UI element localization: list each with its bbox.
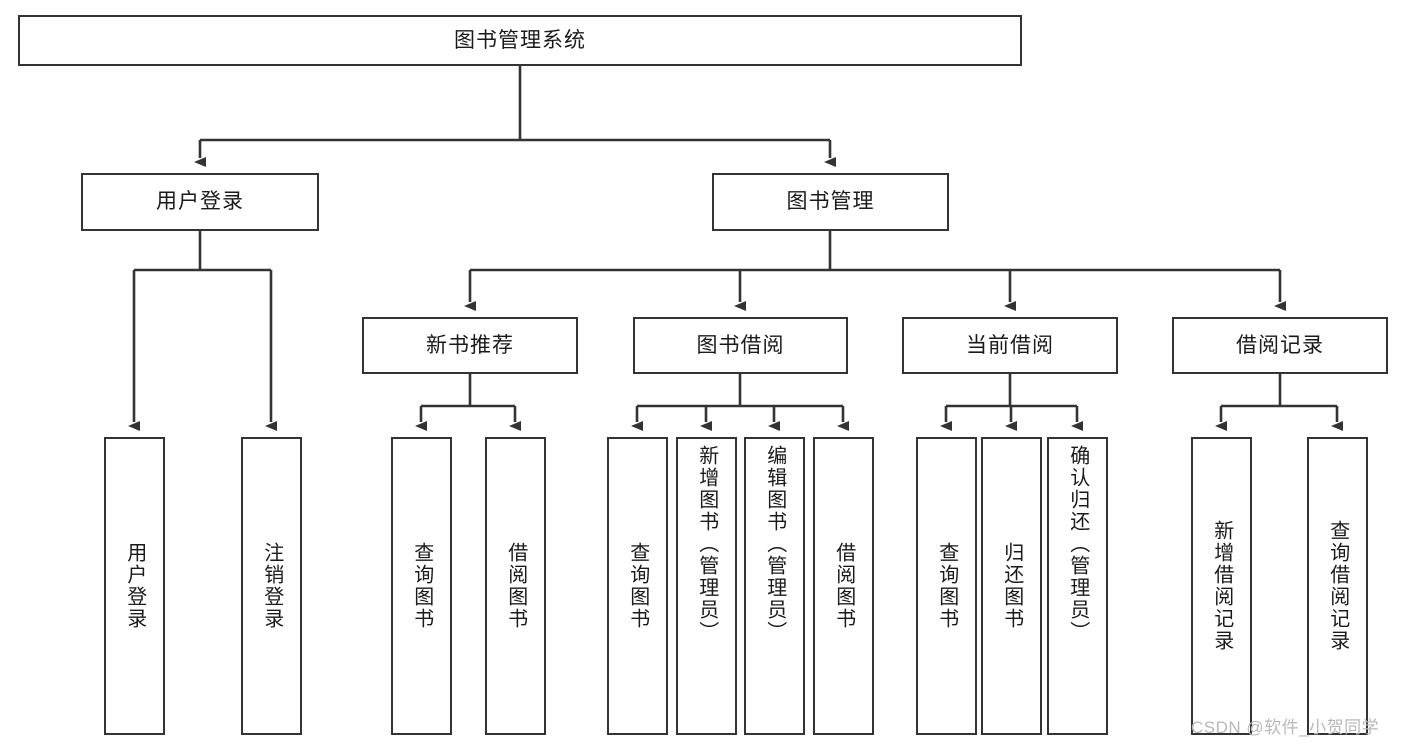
node-leaf-borrow-book-label: 借阅图书: [832, 542, 855, 630]
node-leaf-query-book-borrow-label: 查询图书: [626, 542, 649, 630]
node-leaf-query-borrow-record-label: 查询借阅记录: [1326, 520, 1349, 652]
node-leaf-edit-book-admin[interactable]: 编辑图书（管理员）: [744, 437, 805, 735]
node-leaf-borrow-book[interactable]: 借阅图书: [813, 437, 874, 735]
node-leaf-query-book-rec-label: 查询图书: [410, 542, 433, 630]
node-borrow-record-label: 借阅记录: [1236, 333, 1324, 357]
node-leaf-query-book-rec[interactable]: 查询图书: [391, 437, 452, 735]
node-leaf-add-borrow-record[interactable]: 新增借阅记录: [1191, 437, 1252, 735]
node-user-login-label: 用户登录: [156, 190, 244, 214]
node-borrow-record[interactable]: 借阅记录: [1172, 317, 1388, 374]
node-leaf-edit-book-admin-label: 编辑图书（管理员）: [763, 445, 786, 643]
node-root-label: 图书管理系统: [454, 28, 586, 52]
node-book-borrow-label: 图书借阅: [696, 333, 785, 357]
node-leaf-query-book-current[interactable]: 查询图书: [916, 437, 977, 735]
node-new-book-recommend-label: 新书推荐: [426, 333, 514, 357]
node-leaf-logout-label: 注销登录: [260, 542, 283, 630]
csdn-watermark: CSDN @软件_小贺同学: [1191, 718, 1380, 737]
node-book-manage[interactable]: 图书管理: [712, 173, 949, 231]
node-leaf-query-book-borrow[interactable]: 查询图书: [607, 437, 668, 735]
node-leaf-add-borrow-record-label: 新增借阅记录: [1210, 520, 1233, 652]
node-leaf-confirm-return-admin[interactable]: 确认归还（管理员）: [1047, 437, 1108, 735]
node-book-borrow[interactable]: 图书借阅: [633, 317, 848, 374]
node-user-login[interactable]: 用户登录: [81, 173, 319, 231]
node-leaf-borrow-book-rec-label: 借阅图书: [504, 542, 527, 630]
node-leaf-borrow-book-rec[interactable]: 借阅图书: [485, 437, 546, 735]
node-leaf-logout[interactable]: 注销登录: [241, 437, 302, 735]
node-leaf-query-borrow-record[interactable]: 查询借阅记录: [1307, 437, 1368, 735]
node-leaf-add-book-admin[interactable]: 新增图书（管理员）: [676, 437, 737, 735]
node-leaf-return-book[interactable]: 归还图书: [981, 437, 1042, 735]
node-root[interactable]: 图书管理系统: [18, 15, 1022, 66]
node-leaf-query-book-current-label: 查询图书: [935, 542, 958, 630]
node-book-manage-label: 图书管理: [786, 190, 875, 214]
node-new-book-recommend[interactable]: 新书推荐: [362, 317, 578, 374]
node-current-borrow[interactable]: 当前借阅: [902, 317, 1118, 374]
node-leaf-return-book-label: 归还图书: [1000, 542, 1023, 630]
node-leaf-user-login[interactable]: 用户登录: [104, 437, 165, 735]
node-leaf-confirm-return-admin-label: 确认归还（管理员）: [1066, 445, 1089, 643]
node-current-borrow-label: 当前借阅: [966, 333, 1054, 357]
node-leaf-user-login-label: 用户登录: [123, 542, 146, 630]
node-leaf-add-book-admin-label: 新增图书（管理员）: [695, 445, 718, 643]
